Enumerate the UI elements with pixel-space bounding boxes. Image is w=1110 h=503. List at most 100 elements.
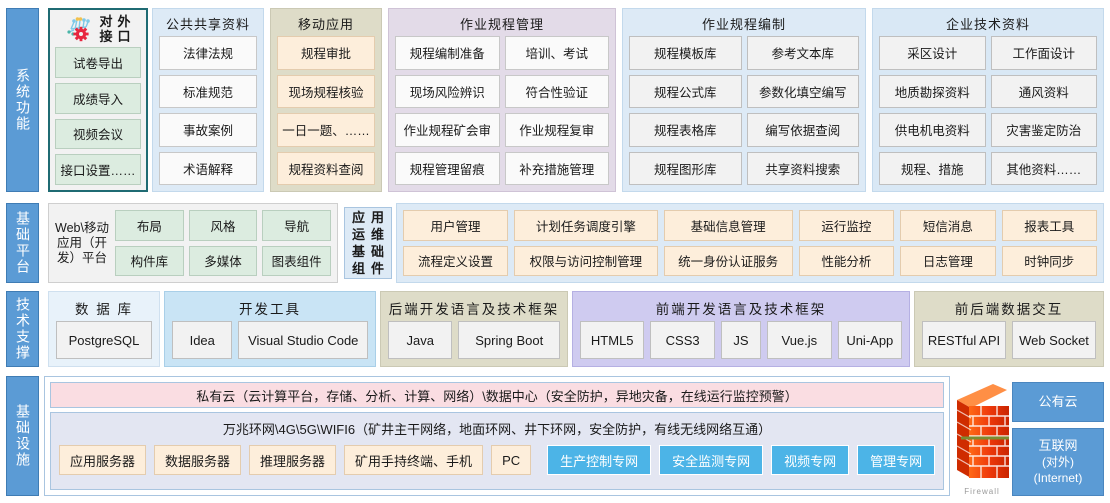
public-item-accident-cases[interactable]: 事故案例 bbox=[159, 113, 257, 147]
frontend-item-js[interactable]: JS bbox=[720, 321, 762, 359]
tech-item-procedures-measures[interactable]: 规程、措施 bbox=[879, 151, 986, 185]
frontend-item-vuejs[interactable]: Vue.js bbox=[767, 321, 832, 359]
internet-box[interactable]: 互联网 (对外) (Internet) bbox=[1012, 428, 1104, 496]
public-item-standards[interactable]: 标准规范 bbox=[159, 74, 257, 108]
panel-backend-stack: 后端开发语言及技术框架 Java Spring Boot bbox=[380, 291, 568, 367]
compile-item-template-lib[interactable]: 规程模板库 bbox=[629, 36, 742, 70]
network-management[interactable]: 管理专网 bbox=[857, 445, 936, 475]
ops-item-report-tool[interactable]: 报表工具 bbox=[1001, 210, 1097, 241]
ops-item-runtime-monitor[interactable]: 运行监控 bbox=[798, 210, 895, 241]
compile-item-reference-lib[interactable]: 参考文本库 bbox=[746, 36, 859, 70]
firewall-caption: Firewall bbox=[964, 487, 1000, 496]
public-cloud-box[interactable]: 公有云 bbox=[1012, 382, 1104, 422]
network-safety-monitoring[interactable]: 安全监测专网 bbox=[659, 445, 764, 475]
frontend-item-html5[interactable]: HTML5 bbox=[580, 321, 645, 359]
mgmt-item-re-review[interactable]: 作业规程复审 bbox=[504, 113, 609, 147]
title-char: 对 bbox=[99, 14, 113, 29]
server-data[interactable]: 数据服务器 bbox=[154, 445, 242, 475]
web-item-multimedia[interactable]: 多媒体 bbox=[188, 245, 258, 276]
tech-item-power-electrical[interactable]: 供电机电资料 bbox=[879, 113, 986, 147]
web-item-component-lib[interactable]: 构件库 bbox=[115, 245, 184, 276]
web-item-style[interactable]: 风格 bbox=[188, 210, 258, 241]
public-item-terminology[interactable]: 术语解释 bbox=[159, 151, 257, 185]
ops-label-char: 维 bbox=[371, 226, 385, 242]
api-item-exam-export[interactable]: 试卷导出 bbox=[55, 47, 141, 78]
network-device-row: 应用服务器 数据服务器 推理服务器 矿用手持终端、手机 PC 生产控制专网 安全… bbox=[51, 438, 943, 483]
title-char: 口 bbox=[117, 29, 131, 44]
tech-item-mining-area-design[interactable]: 采区设计 bbox=[879, 36, 986, 70]
panel-title-data-interchange: 前后端数据交互 bbox=[954, 302, 1064, 317]
web-item-chart-component[interactable]: 图表组件 bbox=[262, 245, 332, 276]
mobile-item-doc-browse[interactable]: 规程资料查阅 bbox=[277, 151, 375, 185]
panel-enterprise-tech-data: 企业技术资料 采区设计 地质勘探资料 供电机电资料 规程、措施 工作面设计 通风… bbox=[872, 8, 1104, 192]
mgmt-item-training-exam[interactable]: 培训、考试 bbox=[504, 36, 609, 70]
mobile-item-daily-question[interactable]: 一日一题、…… bbox=[277, 113, 375, 147]
mobile-item-onsite-check[interactable]: 现场规程核验 bbox=[277, 74, 375, 108]
device-handheld-phone[interactable]: 矿用手持终端、手机 bbox=[344, 445, 484, 475]
private-cloud-bar: 私有云（云计算平台，存储、分析、计算、网络）\数据中心（安全防护，异地灾备，在线… bbox=[50, 382, 944, 408]
mgmt-item-risk-id[interactable]: 现场风险辨识 bbox=[395, 74, 500, 108]
tech-item-geological-survey[interactable]: 地质勘探资料 bbox=[879, 74, 986, 108]
network-production-control[interactable]: 生产控制专网 bbox=[547, 445, 652, 475]
backend-item-spring-boot[interactable]: Spring Boot bbox=[458, 321, 560, 359]
web-item-layout[interactable]: 布局 bbox=[115, 210, 184, 241]
ops-item-sso[interactable]: 统一身份认证服务 bbox=[663, 245, 793, 276]
panel-data-interchange: 前后端数据交互 RESTful API Web Socket bbox=[914, 291, 1104, 367]
network-video[interactable]: 视频专网 bbox=[771, 445, 850, 475]
tech-item-workface-design[interactable]: 工作面设计 bbox=[990, 36, 1097, 70]
ops-item-workflow-def[interactable]: 流程定义设置 bbox=[403, 245, 509, 276]
ops-item-clock-sync[interactable]: 时钟同步 bbox=[1001, 245, 1097, 276]
server-app[interactable]: 应用服务器 bbox=[59, 445, 147, 475]
mgmt-item-prep[interactable]: 规程编制准备 bbox=[395, 36, 500, 70]
internet-line2: (对外) bbox=[1042, 455, 1074, 469]
panel-title-frontend-stack: 前端开发语言及技术框架 bbox=[655, 302, 827, 317]
panel-procedure-management: 作业规程管理 规程编制准备 现场风险辨识 作业规程矿会审 规程管理留痕 培训、考… bbox=[388, 8, 616, 192]
tech-item-disaster-control[interactable]: 灾害鉴定防治 bbox=[990, 113, 1097, 147]
ops-item-sms[interactable]: 短信消息 bbox=[900, 210, 996, 241]
firewall-block: Firewall bbox=[952, 382, 1012, 496]
mobile-item-approval[interactable]: 规程审批 bbox=[277, 36, 375, 70]
panel-title-dev-tools: 开发工具 bbox=[239, 302, 301, 317]
web-item-navigation[interactable]: 导航 bbox=[262, 210, 332, 241]
dev-item-vscode[interactable]: Visual Studio Code bbox=[238, 321, 368, 359]
panel-title-procedure-compilation: 作业规程编制 bbox=[701, 17, 786, 32]
ops-label-char: 础 bbox=[371, 243, 385, 259]
mgmt-item-supplement[interactable]: 补充措施管理 bbox=[504, 151, 609, 185]
ops-item-base-info-mgmt[interactable]: 基础信息管理 bbox=[663, 210, 793, 241]
frontend-item-uniapp[interactable]: Uni-App bbox=[837, 321, 903, 359]
api-item-video-meeting[interactable]: 视频会议 bbox=[55, 118, 141, 150]
compile-item-shared-search[interactable]: 共享资料搜索 bbox=[746, 151, 859, 185]
tech-item-ventilation[interactable]: 通风资料 bbox=[990, 74, 1097, 108]
panel-frontend-stack: 前端开发语言及技术框架 HTML5 CSS3 JS Vue.js Uni-App bbox=[572, 291, 910, 367]
ops-item-access-control[interactable]: 权限与访问控制管理 bbox=[514, 245, 658, 276]
server-inference[interactable]: 推理服务器 bbox=[249, 445, 337, 475]
db-item-postgresql[interactable]: PostgreSQL bbox=[56, 321, 152, 359]
backend-item-java[interactable]: Java bbox=[388, 321, 453, 359]
compile-item-graphic-lib[interactable]: 规程图形库 bbox=[629, 151, 742, 185]
dev-item-idea[interactable]: Idea bbox=[172, 321, 233, 359]
panel-mobile-app: 移动应用 规程审批 现场规程核验 一日一题、…… 规程资料查阅 bbox=[270, 8, 382, 192]
compile-item-param-fill[interactable]: 参数化填空编写 bbox=[746, 74, 859, 108]
mgmt-item-compliance[interactable]: 符合性验证 bbox=[504, 74, 609, 108]
ops-item-log-mgmt[interactable]: 日志管理 bbox=[900, 245, 996, 276]
interchange-item-websocket[interactable]: Web Socket bbox=[1012, 321, 1096, 359]
public-item-laws[interactable]: 法律法规 bbox=[159, 36, 257, 70]
api-item-score-import[interactable]: 成绩导入 bbox=[55, 82, 141, 114]
panel-external-interface: 对 外 接 口 试卷导出 成绩导入 视频会议 接口设置…… bbox=[48, 8, 148, 192]
ops-item-user-mgmt[interactable]: 用户管理 bbox=[403, 210, 509, 241]
ops-label-char: 组 bbox=[351, 260, 365, 276]
compile-item-table-lib[interactable]: 规程表格库 bbox=[629, 113, 742, 147]
ops-item-task-scheduler[interactable]: 计划任务调度引擎 bbox=[514, 210, 658, 241]
ops-label-char: 基 bbox=[351, 243, 365, 259]
compile-item-basis-browse[interactable]: 编写依据查阅 bbox=[746, 113, 859, 147]
api-item-interface-settings[interactable]: 接口设置…… bbox=[55, 154, 141, 185]
tech-item-other[interactable]: 其他资料…… bbox=[990, 151, 1097, 185]
compile-item-formula-lib[interactable]: 规程公式库 bbox=[629, 74, 742, 108]
frontend-item-css3[interactable]: CSS3 bbox=[650, 321, 715, 359]
mgmt-item-mine-review[interactable]: 作业规程矿会审 bbox=[395, 113, 500, 147]
ops-item-perf-analysis[interactable]: 性能分析 bbox=[798, 245, 895, 276]
device-pc[interactable]: PC bbox=[491, 445, 532, 475]
network-box: 万兆环网\4G\5G\WIFI6（矿井主干网络，地面环网、井下环网，安全防护，有… bbox=[50, 412, 944, 490]
mgmt-item-trace[interactable]: 规程管理留痕 bbox=[395, 151, 500, 185]
interchange-item-restful-api[interactable]: RESTful API bbox=[922, 321, 1006, 359]
